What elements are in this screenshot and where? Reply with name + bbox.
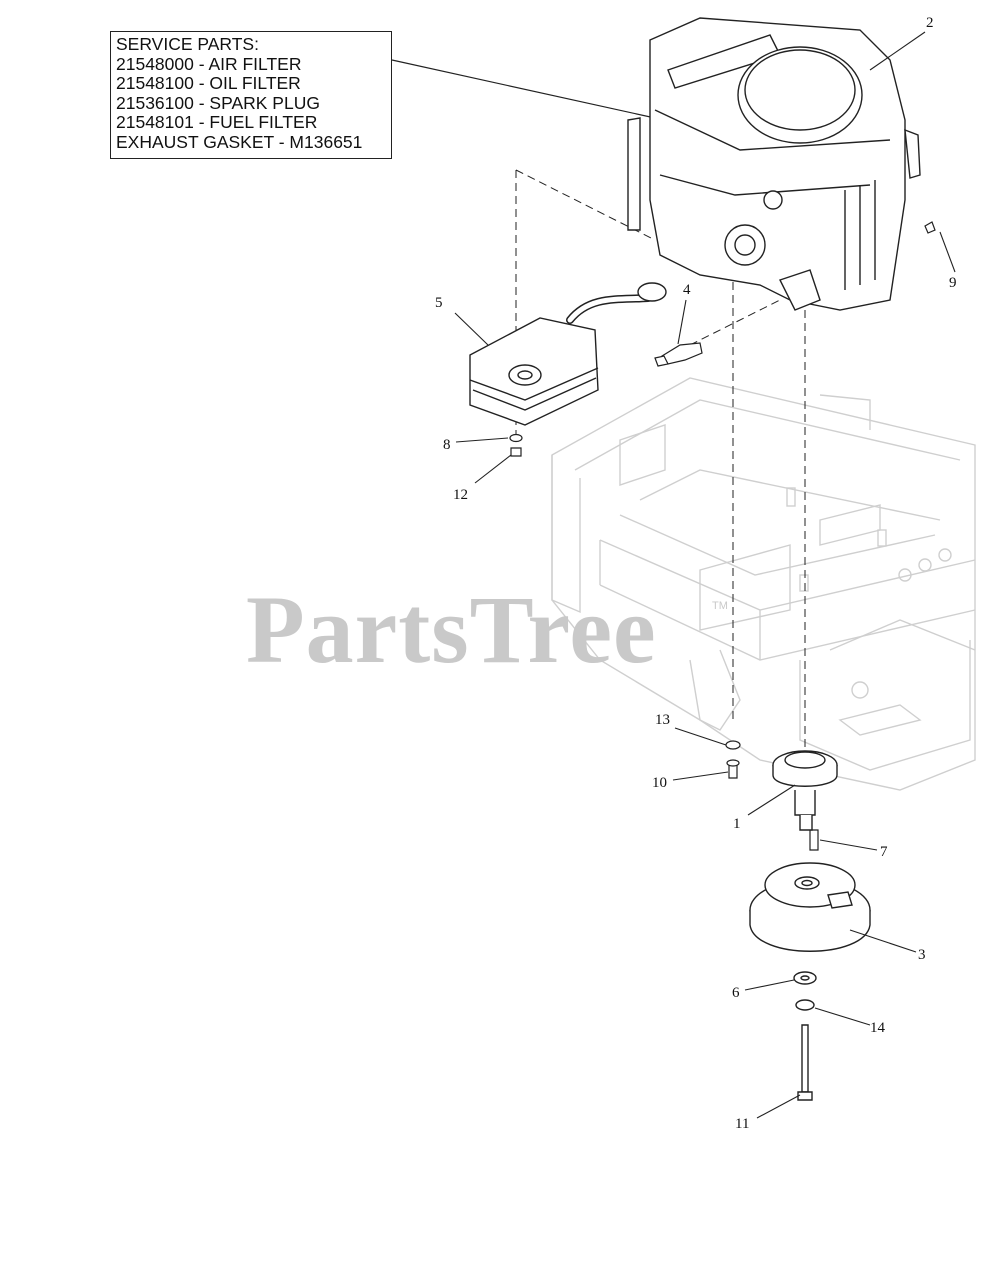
service-part-line: 21548100 - OIL FILTER <box>116 73 301 93</box>
callout-10[interactable]: 10 <box>652 775 667 791</box>
callout-8[interactable]: 8 <box>443 437 451 453</box>
callout-leaders <box>454 31 956 1119</box>
callout-1[interactable]: 1 <box>733 816 741 832</box>
service-parts-heading: SERVICE PARTS: <box>116 34 259 54</box>
bolt-illustration <box>793 971 817 1101</box>
spark-plug-illustration <box>654 342 703 367</box>
callout-6[interactable]: 6 <box>732 985 740 1001</box>
service-part-line: EXHAUST GASKET - M136651 <box>116 131 363 152</box>
mower-frame-illustration <box>551 377 976 791</box>
engine-illustration <box>627 17 921 311</box>
callout-12[interactable]: 12 <box>453 487 468 503</box>
pulley-illustration <box>772 750 838 831</box>
service-part-line: 21548000 - AIR FILTER <box>116 53 302 74</box>
callout-13[interactable]: 13 <box>655 712 670 728</box>
service-parts-box: SERVICE PARTS: 21548000 - AIR FILTER 215… <box>110 31 392 159</box>
callout-2[interactable]: 2 <box>926 15 934 31</box>
service-part-line: 21536100 - SPARK PLUG <box>116 92 320 113</box>
callout-3[interactable]: 3 <box>918 947 926 963</box>
watermark-logo: PartsTree <box>246 576 657 683</box>
callout-9[interactable]: 9 <box>949 275 957 291</box>
callout-11[interactable]: 11 <box>735 1116 750 1132</box>
callout-4[interactable]: 4 <box>683 282 691 298</box>
callout-14[interactable]: 14 <box>870 1020 885 1036</box>
watermark-tm: TM <box>712 600 728 612</box>
service-part-line: 21548101 - FUEL FILTER <box>116 112 318 132</box>
muffler-illustration <box>469 282 667 426</box>
service-leader-line <box>391 59 656 119</box>
clutch-illustration <box>749 862 871 952</box>
callout-5[interactable]: 5 <box>435 295 443 311</box>
callout-7[interactable]: 7 <box>880 844 888 860</box>
hardware-illustration <box>509 221 936 851</box>
